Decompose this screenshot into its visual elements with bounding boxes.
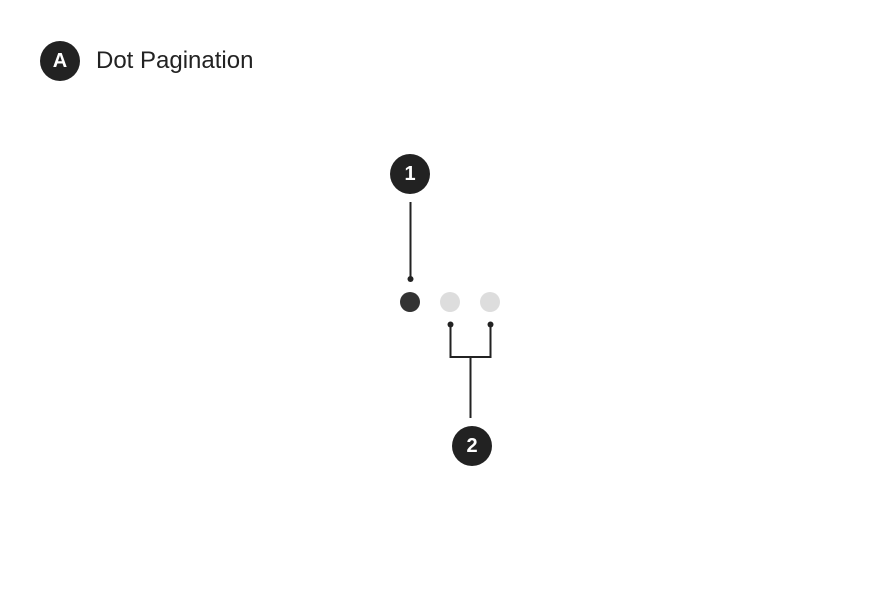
callout-1: 1 bbox=[390, 154, 430, 194]
callout-2-bracket bbox=[449, 324, 492, 358]
section-header: A Dot Pagination bbox=[40, 41, 253, 81]
section-badge: A bbox=[40, 41, 80, 81]
section-title: Dot Pagination bbox=[96, 47, 254, 74]
pagination-dot-inactive[interactable] bbox=[440, 292, 460, 312]
pagination-dot-inactive[interactable] bbox=[480, 292, 500, 312]
pagination-dot-active[interactable] bbox=[400, 292, 420, 312]
callout-2: 2 bbox=[452, 426, 492, 466]
callout-1-leader-endpoint bbox=[407, 276, 414, 282]
